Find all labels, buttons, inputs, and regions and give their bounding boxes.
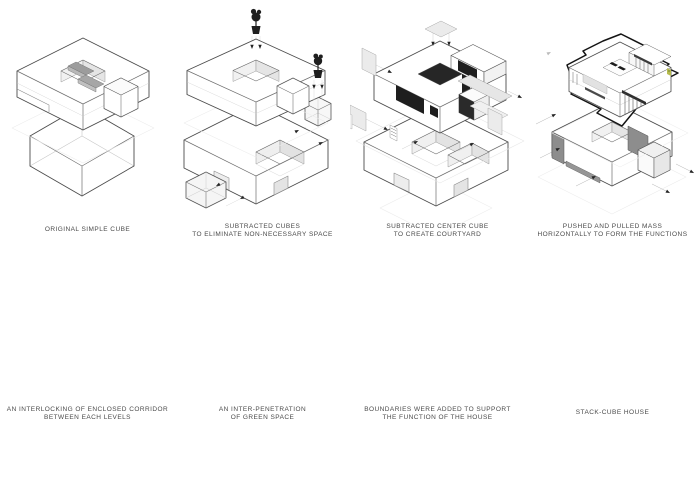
window-mullions [572,72,578,85]
caption-line: SUBTRACTED CENTER CUBE [386,223,489,230]
caption-line: HORIZONTALLY TO FORM THE FUNCTIONS [537,231,688,238]
extracted-cube [304,96,332,127]
boundary-plane [361,47,377,77]
caption-line: BETWEEN EACH LEVELS [44,414,131,421]
caption-subtracted-cubes: SUBTRACTED CUBES TO ELIMINATE NON-NECESS… [175,223,350,239]
front-edges [29,135,135,196]
caption-line: AN INTER-PENETRATION [218,406,307,413]
caption-line: TO CREATE COURTYARD [393,231,482,238]
window-mullions [635,56,649,73]
courtyard-hole [591,121,633,143]
wall-panel [585,87,605,100]
caption-line: STACK-CUBE HOUSE [575,409,650,416]
extracted-box [185,171,227,209]
window-glazing [459,94,474,120]
pushed-strip [565,160,601,184]
caption-subtracted-center-cube: SUBTRACTED CENTER CUBE TO CREATE COURTYA… [350,223,525,239]
pulled-block [103,77,139,118]
caption-boundaries-added: BOUNDARIES WERE ADDED TO SUPPORT THE FUN… [350,406,525,422]
bottom-notch [273,175,289,196]
window-glazing [430,105,438,118]
caption-line: ORIGINAL SIMPLE CUBE [44,226,131,233]
drawing-stack-cube-house [546,33,689,168]
caption-green-space: AN INTER-PENETRATION OF GREEN SPACE [175,406,350,422]
drawing-pushed-pulled-mass [535,101,695,215]
boundary-plane [424,20,458,38]
drawing-boundaries-added [350,20,525,184]
arrow-icon [517,94,523,100]
ground-shadow [551,98,689,168]
caption-line: TO ELIMINATE NON-NECESSARY SPACE [192,231,333,238]
bottom-notch [453,177,469,198]
pulled-block [276,77,310,115]
leader-lines [313,80,323,100]
caption-original-simple-cube: ORIGINAL SIMPLE CUBE [0,223,175,234]
caption-stack-cube-house: STACK-CUBE HOUSE [525,406,700,417]
arrow-icon [383,126,389,132]
roof-vent [609,62,618,67]
boundary-plane [457,74,513,103]
arrow-icon [546,50,552,56]
courtyard-hole [417,62,463,86]
window-glazing [458,60,477,80]
ground-shadow [379,179,493,237]
pushed-mass [551,131,565,165]
drawing-green-space [183,8,329,158]
louver-panel [389,124,398,142]
plant-icon [313,53,323,78]
arrow-icon [413,139,419,145]
ground-shadow [11,92,155,164]
side-notch [447,142,490,168]
bottom-notch [393,172,410,193]
drawing-interlocking-corridor [11,37,155,164]
ground-shadow [183,88,329,158]
courtyard-hole [232,59,280,82]
boundary-plane [487,107,503,136]
caption-line: SUBTRACTED CUBES [224,223,301,230]
caption-line: THE FUNCTION OF THE HOUSE [382,414,493,421]
arrow-icon [469,141,475,147]
plant-accent [667,68,671,76]
plant-icon [250,8,262,34]
caption-line: BOUNDARIES WERE ADDED TO SUPPORT [364,406,511,413]
roof-vent [617,66,626,71]
leader-lines [535,113,695,194]
caption-line: PUSHED AND PULLED MASS [562,223,663,230]
corridor-piece [67,61,105,93]
caption-line: AN INTERLOCKING OF ENCLOSED CORRIDOR [6,406,169,413]
window-mullions [622,90,646,114]
caption-pushed-pulled-mass: PUSHED AND PULLED MASS HORIZONTALLY TO F… [525,223,700,239]
window-glazing [396,85,424,114]
upper-block [628,43,672,77]
pulled-box [637,141,671,179]
drawing-subtracted-cubes [183,96,332,209]
boundary-plane [350,113,353,130]
caption-line: OF GREEN SPACE [230,414,295,421]
main-mass [186,38,326,127]
boundary-plane [350,104,367,132]
subtraction-hole [255,139,305,177]
wall-panel [582,73,608,95]
caption-interlocking-corridor: AN INTERLOCKING OF ENCLOSED CORRIDOR BET… [0,406,175,422]
